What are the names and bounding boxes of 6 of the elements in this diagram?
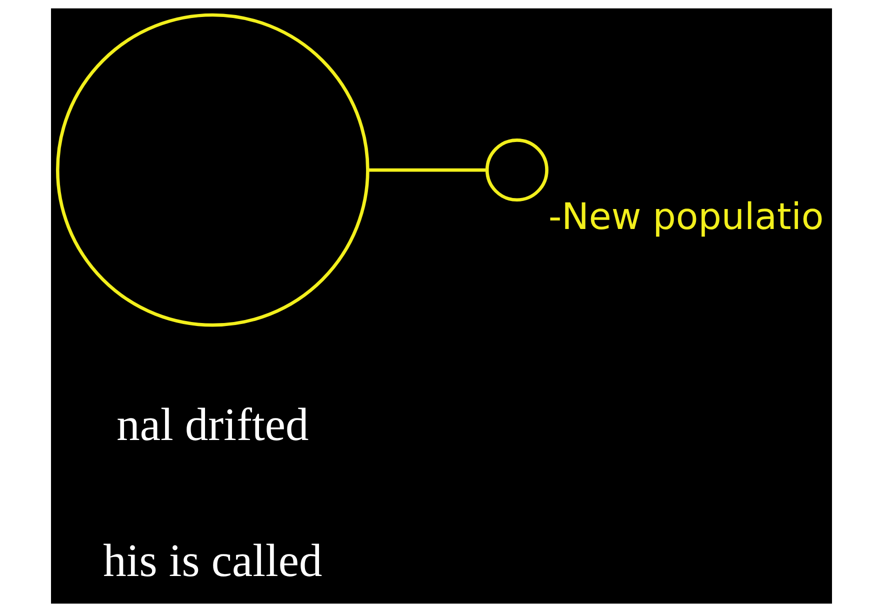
label: nal drifted	[116, 400, 308, 452]
node-label: -New populatio	[548, 195, 824, 238]
label: his is called	[102, 536, 322, 588]
node-circle	[484, 138, 548, 202]
connector	[367, 168, 486, 172]
node-circle	[55, 13, 369, 327]
